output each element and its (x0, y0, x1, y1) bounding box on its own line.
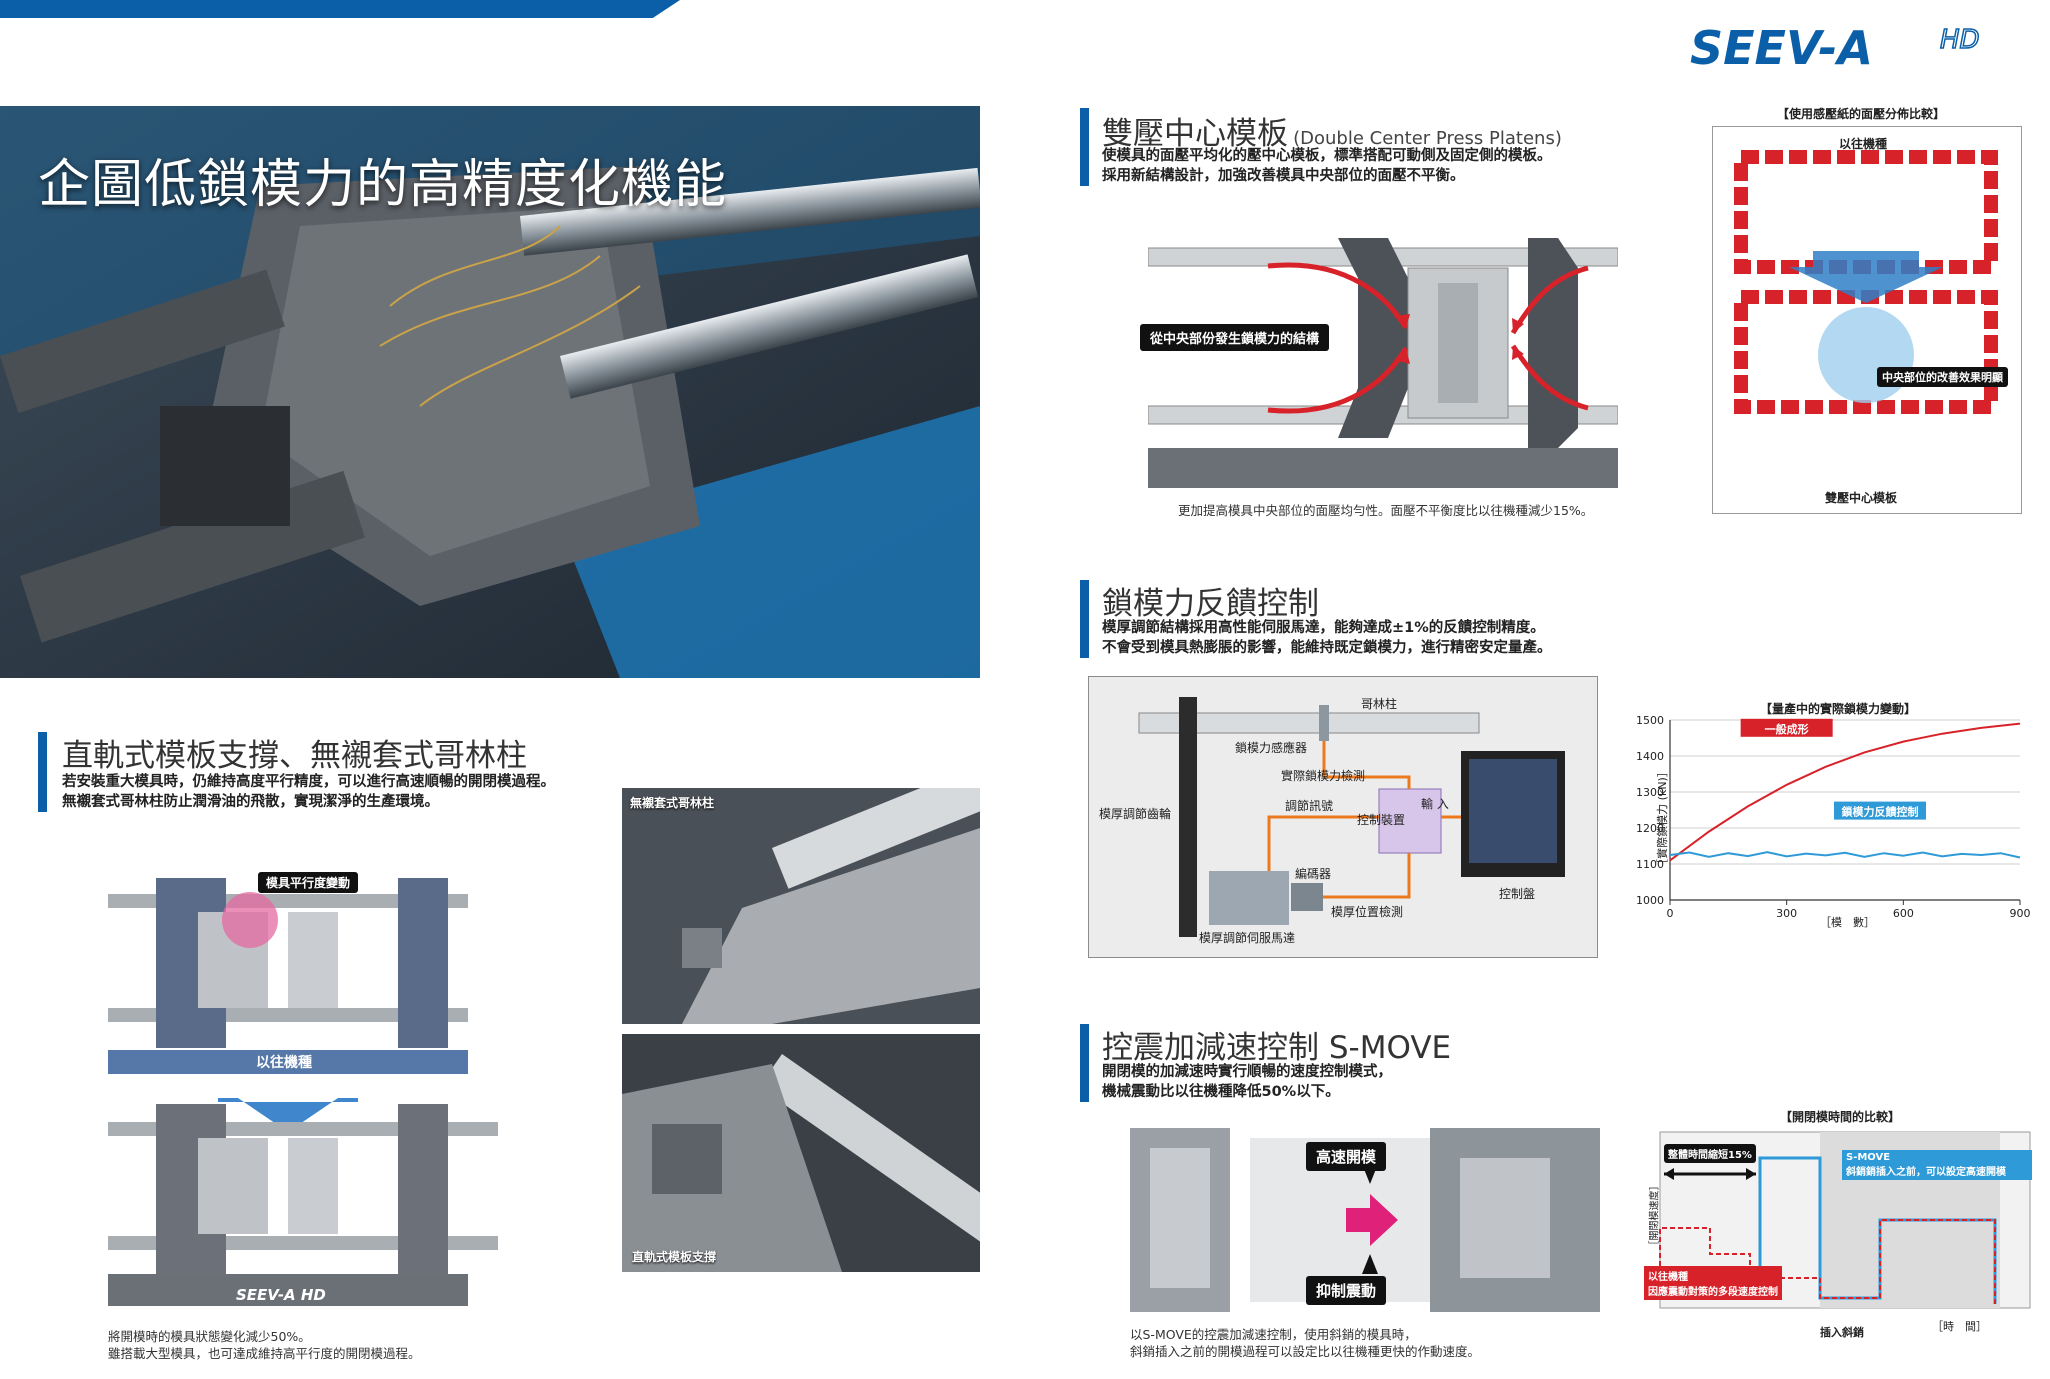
platens-title: 雙壓中心模板 (1102, 116, 1288, 152)
rail-caption-line2: 雖搭載大型模具，也可達成維持高平行度的開閉模過程。 (108, 1346, 421, 1361)
section-accent-bar (1080, 108, 1089, 186)
chart-plot: 1000 1100 1200 1300 1400 1500 0 300 600 900 一般成形鎖模… (1636, 714, 2031, 920)
hero-photo (0, 106, 980, 678)
section-accent-bar (1080, 580, 1089, 658)
chart-y-tick: 1300 (1636, 786, 1664, 799)
platens-caption: 更加提高模具中央部位的面壓均勻性。面壓不平衡度比以往機種減少15%。 (1178, 503, 1594, 518)
platens-heading: 雙壓中心模板 (Double Center Press Platens) (1102, 108, 1562, 153)
rail-title: 直軌式模板支撐、無襯套式哥林柱 (62, 738, 527, 774)
rail-band-label: 以往機種 (256, 1055, 312, 1071)
old-note-title: 以往機種 (1648, 1272, 1688, 1283)
insert-pin-label: 插入斜銷 (1820, 1326, 1864, 1339)
open-close-compare: 【開閉模時間的比較】 整體時間縮短15% S-MOVE 斜銷銷插入之前，可以設定… (1640, 1108, 2040, 1344)
smove-note-desc: 斜銷銷插入之前，可以設定高速開模 (1846, 1167, 2006, 1178)
tie-bar-photo: 無襯套式哥林柱 (622, 788, 980, 1024)
smove-caption-line1: 以S-MOVE的控震加減速控制，使用斜銷的模具時， (1130, 1327, 1417, 1342)
header-accent-bar (0, 0, 680, 18)
sensor-label: 鎖模力感應器 (1235, 741, 1308, 755)
chart-series-label-bg (1740, 718, 1833, 737)
platen-diagram (1147, 238, 1619, 498)
tie-bar-label: 哥林柱 (1361, 697, 1398, 711)
rail-caption: 將開模時的模具狀態變化減少50%。 雖搭載大型模具，也可達成維持高平行度的開閉模… (108, 1328, 421, 1362)
platens-desc-line1: 使模具的面壓平均化的壓中心模板，標準搭配可動側及固定側的模板。 (1102, 148, 1552, 164)
pressure-compare-title: 【使用感壓紙的面壓分佈比較】 (1777, 107, 1946, 121)
chart-y-tick: 1400 (1636, 750, 1664, 763)
smove-note: S-MOVE 斜銷銷插入之前，可以設定高速開模 (1842, 1150, 2032, 1180)
brand-logo: SEEV-A HD (1690, 18, 2030, 75)
pressure-compare-panel: 【使用感壓紙的面壓分佈比較】 以往機種 中央部位的改善效果明顯 雙壓中心模板 (1712, 107, 2022, 514)
chart-title: 【量產中的實際鎖模力變動】 (1760, 702, 1917, 716)
shorten-tag: 整體時間縮短15% (1664, 1144, 1756, 1163)
section-accent-bar (38, 732, 47, 812)
chart-x-tick: 600 (1893, 907, 1914, 920)
chart-series-line (1669, 851, 2021, 859)
platens-description: 使模具的面壓平均化的壓中心模板，標準搭配可動側及固定側的模板。 採用新結構設計，… (1102, 146, 1552, 186)
tie-bar-photo-label: 無襯套式哥林柱 (630, 796, 715, 810)
chart-y-tick: 1200 (1636, 822, 1664, 835)
rail-description: 若安裝重大模具時，仍維持高度平行精度，可以進行高速順暢的開閉模過程。 無襯套式哥… (62, 772, 555, 812)
chart-y-tick: 1000 (1636, 894, 1664, 907)
chart-series-label-bg (1834, 801, 1926, 820)
chart-x-tick: 900 (2010, 907, 2031, 920)
feedback-diagram: 哥林柱 鎖模力感應器 實際鎖模力檢測 調節訊號 輸 入 控制裝置 模厚調節齒輪 … (1088, 676, 1598, 958)
actual-detect-label: 實際鎖模力檢測 (1281, 769, 1366, 783)
rail-caption-line1: 將開模時的模具狀態變化減少50%。 (108, 1329, 311, 1344)
time-label: ［時 間］ (1932, 1320, 1987, 1333)
controller-label: 控制裝置 (1357, 813, 1406, 827)
chart-xlabel: ［模 數］ (1820, 916, 1875, 929)
machine-logo-text: SEEV-A HD (236, 1286, 326, 1304)
input-label: 輸 入 (1421, 797, 1449, 811)
gear-label: 模厚調節齒輪 (1099, 807, 1172, 821)
chart-x-tick: 0 (1667, 907, 1674, 920)
smove-diagram: 高速開模 抑制震動 (1130, 1128, 1600, 1312)
encoder-label: 編碼器 (1295, 867, 1332, 881)
feedback-desc-line1: 模厚調節結構採用高性能伺服馬達，能夠達成±1%的反饋控制精度。 (1102, 620, 1545, 636)
svg-text:SEEV-A: SEEV-A (1690, 21, 1873, 74)
rail-desc-line2: 無襯套式哥林柱防止潤滑油的飛散，實現潔淨的生產環境。 (62, 794, 439, 810)
section-accent-bar (1080, 1024, 1089, 1102)
chart-series-label: 鎖模力反饋控制 (1842, 805, 1919, 819)
smove-caption-line2: 斜銷插入之前的開模過程可以設定比以往機種更快的作動速度。 (1130, 1344, 1481, 1359)
damp-vibration-tag: 抑制震動 (1306, 1276, 1387, 1305)
position-detect-label: 模厚位置檢測 (1331, 905, 1404, 919)
rail-diagram: 模具平行度變動 以往機種 SEEV-A HD (98, 872, 528, 1320)
center-force-tag: 從中央部份發生鎖模力的結構 (1140, 324, 1330, 351)
pressure-old-label: 以往機種 (1839, 137, 1888, 151)
high-speed-open-tag: 高速開模 (1306, 1142, 1387, 1171)
platens-title-en: (Double Center Press Platens) (1293, 128, 1562, 149)
rail-support-photo-label: 直軌式模板支撐 (632, 1250, 717, 1264)
smove-note-title: S-MOVE (1846, 1152, 1891, 1163)
smove-title: 控震加減速控制 S-MOVE (1102, 1030, 1452, 1066)
chart-x-tick: 300 (1776, 907, 1797, 920)
feedback-description: 模厚調節結構採用高性能伺服馬達，能夠達成±1%的反饋控制精度。 不會受到模具熱膨… (1102, 618, 1552, 658)
adjust-signal-label: 調節訊號 (1285, 799, 1334, 813)
platens-desc-line2: 採用新結構設計，加強改善模具中央部位的面壓不平衡。 (1102, 168, 1465, 184)
chart-y-tick: 1100 (1636, 858, 1664, 871)
rail-desc-line1: 若安裝重大模具時，仍維持高度平行精度，可以進行高速順暢的開閉模過程。 (62, 774, 555, 790)
feedback-desc-line2: 不會受到模具熱膨脹的影響，能維持既定鎖模力，進行精密安定量產。 (1102, 640, 1552, 656)
pressure-new-label: 雙壓中心模板 (1825, 491, 1898, 505)
rail-support-photo: 直軌式模板支撐 (622, 1034, 980, 1272)
smove-desc-line1: 開閉模的加減速時實行順暢的速度控制模式， (1102, 1064, 1392, 1080)
compare-ylabel: ［開閉模速度］ (1649, 1180, 1661, 1251)
parallel-change-tag: 模具平行度變動 (258, 872, 359, 893)
chart-series-line (1669, 722, 2021, 862)
control-panel-label: 控制盤 (1499, 887, 1536, 901)
hero-title: 企圖低鎖模力的高精度化機能 (38, 155, 728, 215)
svg-text:HD: HD (1940, 25, 1980, 55)
center-effect-tag: 中央部位的改善效果明顯 (1877, 367, 2008, 387)
chart-series-label: 一般成形 (1765, 722, 1809, 736)
chart-y-tick: 1500 (1636, 714, 1664, 727)
feedback-title: 鎖模力反饋控制 (1102, 586, 1319, 622)
old-machine-note: 以往機種 因應震動對策的多段速度控制 (1644, 1266, 1782, 1300)
smove-caption: 以S-MOVE的控震加減速控制，使用斜銷的模具時， 斜銷插入之前的開模過程可以設… (1130, 1326, 1480, 1360)
smove-desc-line2: 機械震動比以往機種降低50%以下。 (1102, 1084, 1340, 1100)
compare-title: 【開閉模時間的比較】 (1780, 1110, 1901, 1124)
old-note-desc: 因應震動對策的多段速度控制 (1648, 1287, 1778, 1298)
servo-label: 模厚調節伺服馬達 (1199, 931, 1296, 945)
smove-description: 開閉模的加減速時實行順暢的速度控制模式， 機械震動比以往機種降低50%以下。 (1102, 1062, 1392, 1102)
